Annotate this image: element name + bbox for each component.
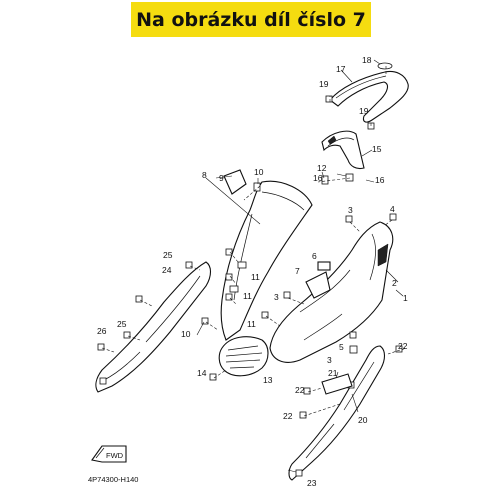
callout-26: 26: [97, 326, 107, 336]
grab-rail-part: [329, 62, 409, 123]
callout-24: 24: [162, 265, 172, 275]
callout-22c: 22: [283, 411, 293, 421]
callout-10b: 10: [181, 329, 191, 339]
part-21-pad: [321, 373, 353, 395]
callout-9: 9: [219, 173, 224, 183]
title-banner: Na obrázku díl číslo 7: [131, 2, 371, 37]
callout-6: 6: [312, 251, 317, 261]
callout-7: 7: [295, 266, 300, 276]
callout-15: 15: [372, 144, 382, 154]
vent-cover-part: [218, 336, 269, 377]
callout-18: 18: [362, 55, 372, 65]
banner-title: Na obrázku díl číslo 7: [136, 8, 366, 31]
callout-21: 21: [328, 368, 338, 378]
callout-17: 17: [336, 64, 346, 74]
callout-1: 1: [403, 293, 408, 303]
callout-12: 12: [317, 163, 327, 173]
part-5-grommet: [349, 345, 358, 354]
callout-14: 14: [197, 368, 207, 378]
callout-25: 25: [163, 250, 173, 260]
callout-2: 2: [392, 278, 397, 288]
side-cover-left: [220, 180, 313, 341]
callout-19: 19: [319, 79, 329, 89]
callout-3c: 3: [327, 355, 332, 365]
side-cover-right: [269, 221, 394, 363]
callout-19b: 19: [359, 106, 369, 116]
callout-4: 4: [390, 204, 395, 214]
callout-16b: 16: [375, 175, 385, 185]
callout-11: 11: [251, 272, 260, 282]
callout-10: 10: [254, 167, 264, 177]
part-7-bracket: [305, 271, 331, 299]
callout-16: 16: [313, 173, 323, 183]
fwd-arrow-icon: FWD: [91, 445, 127, 463]
rear-cover-piece: [321, 130, 365, 170]
callout-3b: 3: [274, 292, 279, 302]
callout-13: 13: [263, 375, 273, 385]
callout-23: 23: [307, 478, 317, 488]
callout-11b: 11: [243, 291, 252, 301]
callout-25b: 25: [117, 319, 127, 329]
fwd-label: FWD: [106, 451, 124, 460]
callout-22: 22: [398, 341, 408, 351]
callout-20: 20: [358, 415, 368, 425]
part-6-clip: [317, 261, 331, 271]
callout-5: 5: [339, 342, 344, 352]
callout-3: 3: [348, 205, 353, 215]
part-8-bracket: [223, 169, 247, 195]
side-trim-left: [95, 261, 212, 393]
drawing-code: 4P74300-H140: [88, 475, 138, 484]
callout-22b: 22: [295, 385, 305, 395]
callout-8: 8: [202, 170, 207, 180]
callout-11c: 11: [247, 319, 256, 329]
lower-side-rail: [288, 345, 386, 481]
